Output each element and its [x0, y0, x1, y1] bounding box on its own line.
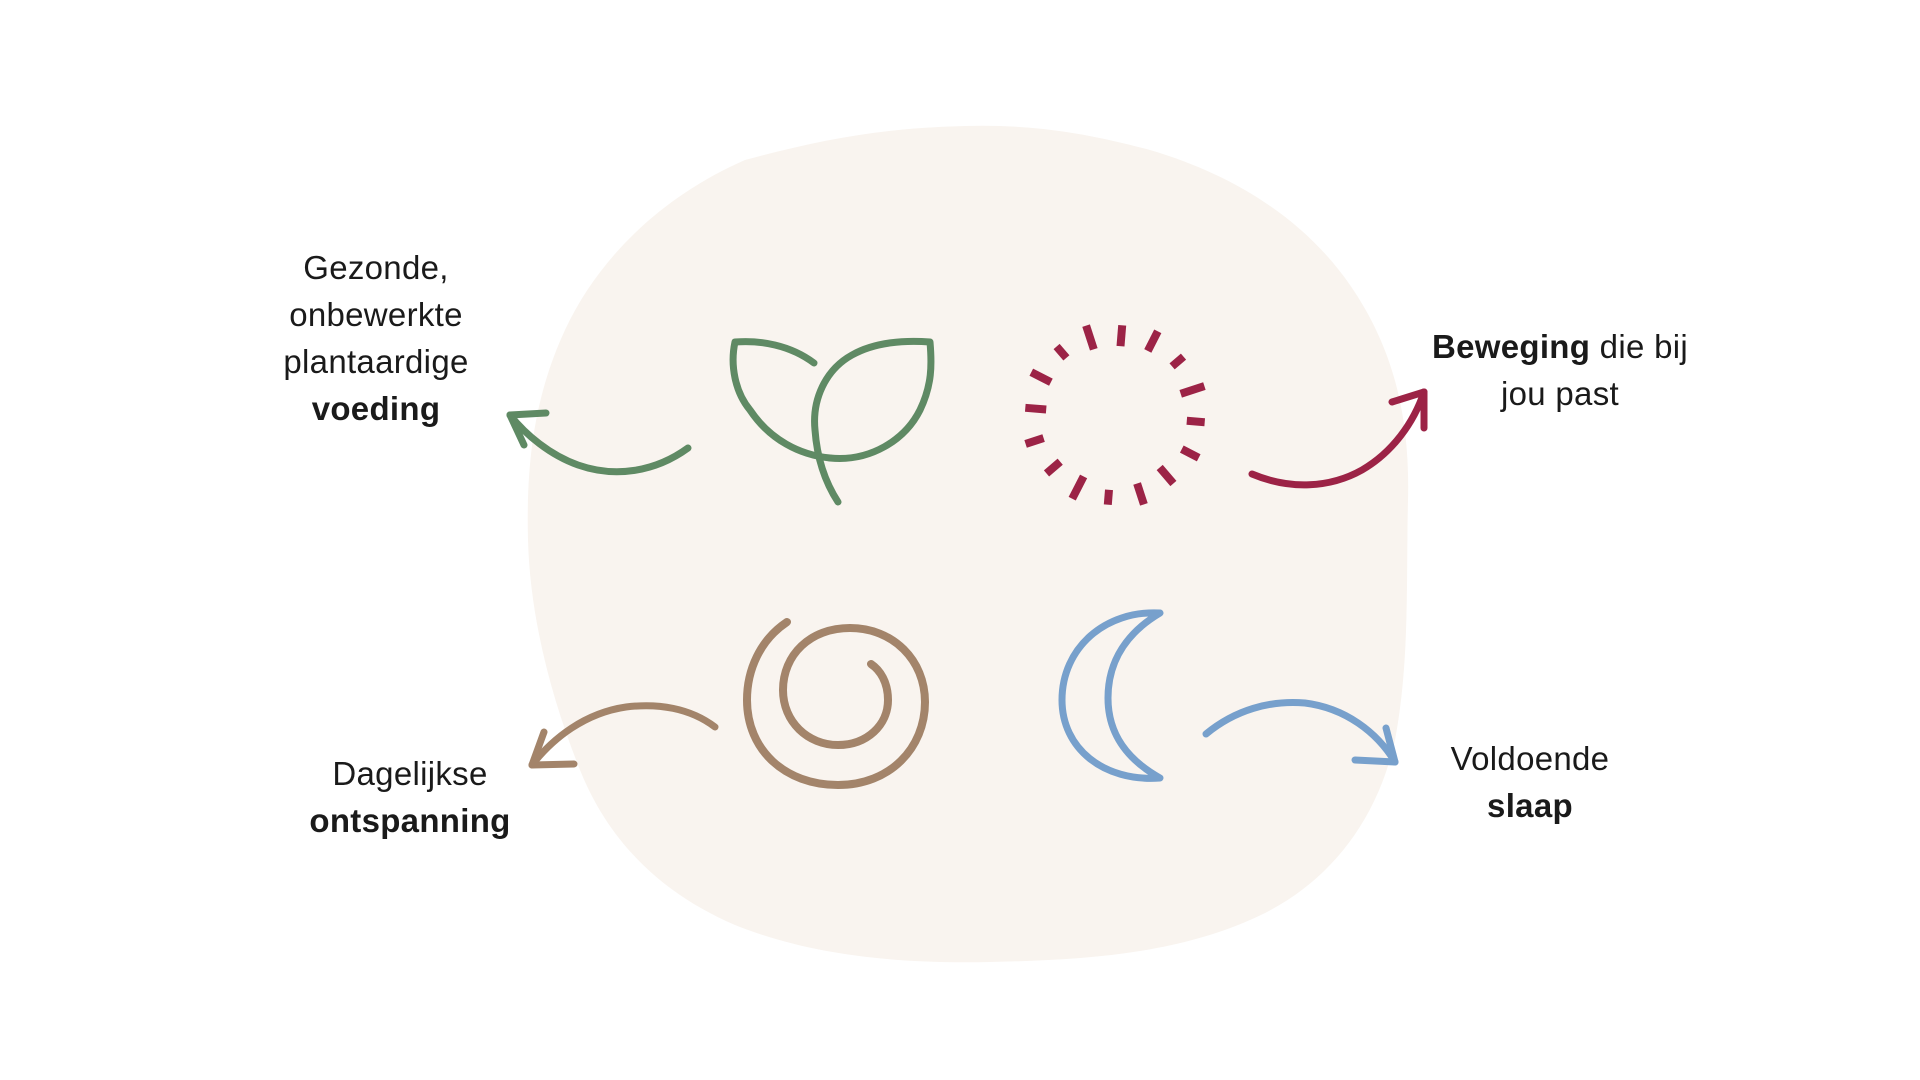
- sun-ray: [1103, 489, 1113, 506]
- arrow-nutrition: [506, 409, 692, 476]
- label-movement-line1: Beweging die bij: [1431, 328, 1689, 365]
- arrow-relaxation: [528, 702, 719, 769]
- sun-ray: [1179, 382, 1206, 398]
- sun-ray: [1082, 324, 1098, 351]
- label-nutrition-bold: voeding: [311, 390, 441, 427]
- arrow-sleep: [1202, 699, 1399, 766]
- sun-ray: [1068, 474, 1088, 501]
- sun-ray: [1169, 353, 1187, 370]
- label-movement-line2: jou past: [1501, 375, 1619, 412]
- crescent-moon-icon: [1058, 609, 1164, 782]
- sun-ray: [1053, 343, 1070, 361]
- sun-ray: [1024, 434, 1045, 448]
- label-relaxation-line1: Dagelijkse: [332, 755, 488, 792]
- label-sleep-bold: slaap: [1487, 787, 1573, 824]
- sun-ray: [1156, 464, 1177, 487]
- sun-ray: [1186, 416, 1206, 427]
- label-nutrition-line1: Gezonde,: [303, 249, 449, 286]
- label-sleep-line1: Voldoende: [1450, 740, 1610, 777]
- sun-ray: [1133, 482, 1148, 506]
- label-movement: Beweging die bij jou past: [1380, 323, 1740, 417]
- label-relaxation: Dagelijkse ontspanning: [250, 750, 570, 844]
- sun-ray: [1029, 368, 1053, 386]
- label-nutrition-line3: plantaardige: [283, 343, 469, 380]
- sun-ray: [1043, 458, 1063, 477]
- label-sleep: Voldoende slaap: [1380, 735, 1680, 829]
- background-blob: [527, 125, 1409, 963]
- label-nutrition-line2: onbewerkte: [289, 296, 463, 333]
- sun-rays-icon: [1024, 324, 1206, 506]
- label-relaxation-bold: ontspanning: [309, 802, 511, 839]
- arrow-movement: [1248, 388, 1428, 489]
- spiral-icon: [742, 618, 930, 790]
- leaf-sprout-icon: [729, 337, 935, 506]
- sun-ray: [1144, 329, 1162, 353]
- label-nutrition: Gezonde, onbewerkte plantaardige voeding: [216, 244, 536, 432]
- sun-ray: [1116, 324, 1127, 347]
- sun-ray: [1179, 445, 1201, 462]
- sun-ray: [1024, 403, 1047, 414]
